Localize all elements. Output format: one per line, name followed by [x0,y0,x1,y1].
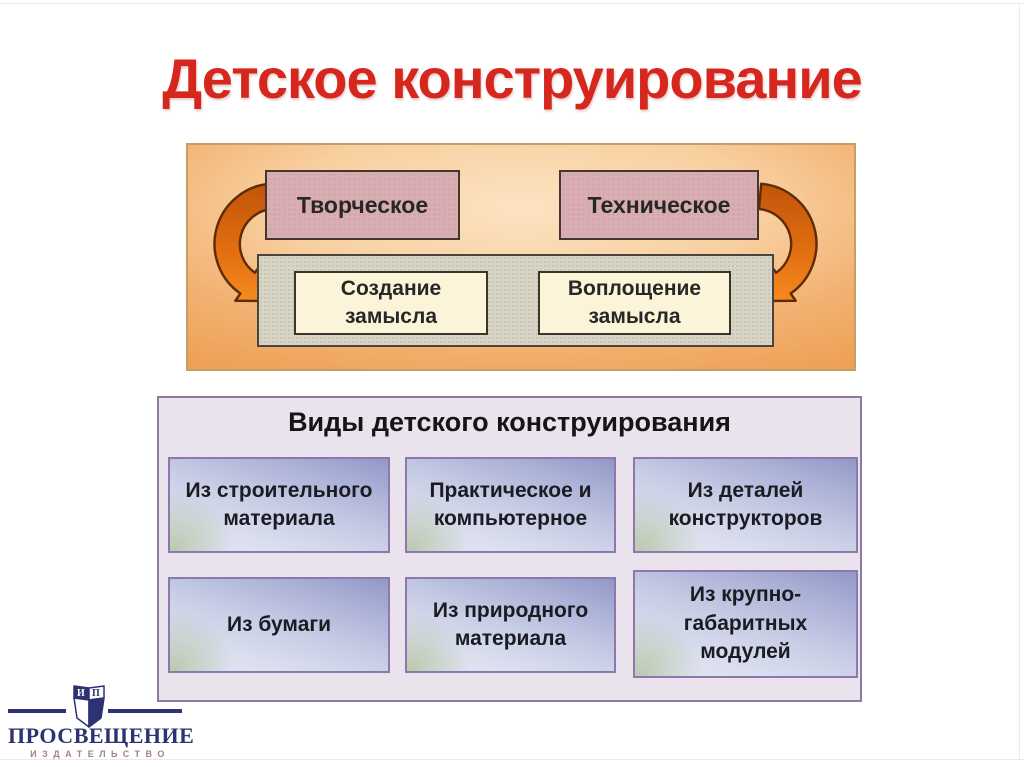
process-stages-box: Создание замысла Воплощение замысла [257,254,774,347]
svg-text:П: П [92,688,100,699]
slide-frame-right [1019,3,1020,760]
creative-type-label: Творческое [296,191,429,218]
technical-type-box: Техническое [559,170,759,240]
publisher-book-icon: И П [73,685,105,728]
process-diagram-panel: Творческое Техническое Создание замысла … [186,143,856,371]
logo-rule-left [8,709,66,713]
technical-type-label: Техническое [587,191,731,218]
construction-types-panel: Виды детского конструирования Из строите… [157,396,862,702]
type-card-building-material: Из строительного материала [168,457,390,553]
type-card-practical-computer: Практическое и компьютерное [405,457,616,553]
slide-title: Детское конструирование [162,47,863,110]
slide-frame-bottom [0,759,1024,760]
type-card-natural-material: Из природного материала [405,577,616,673]
type-card-constructor-parts: Из деталей конструкторов [633,457,858,553]
types-panel-title: Виды детского конструирования [288,407,731,437]
svg-text:И: И [77,688,85,699]
type-card-large-modules: Из крупно- габаритных модулей [633,570,858,678]
logo-rule-right [108,709,182,713]
creative-type-box: Творческое [265,170,460,240]
slide-frame-top [0,3,1024,4]
type-card-paper: Из бумаги [168,577,390,673]
idea-realization-box: Воплощение замысла [538,271,731,335]
idea-creation-box: Создание замысла [294,271,488,335]
publisher-subtitle: ИЗДАТЕЛЬСТВО [30,749,170,759]
publisher-logo: И П ПРОСВЕЩЕНИЕ ИЗДАТЕЛЬСТВО [8,683,195,763]
publisher-name: ПРОСВЕЩЕНИЕ [8,723,195,748]
